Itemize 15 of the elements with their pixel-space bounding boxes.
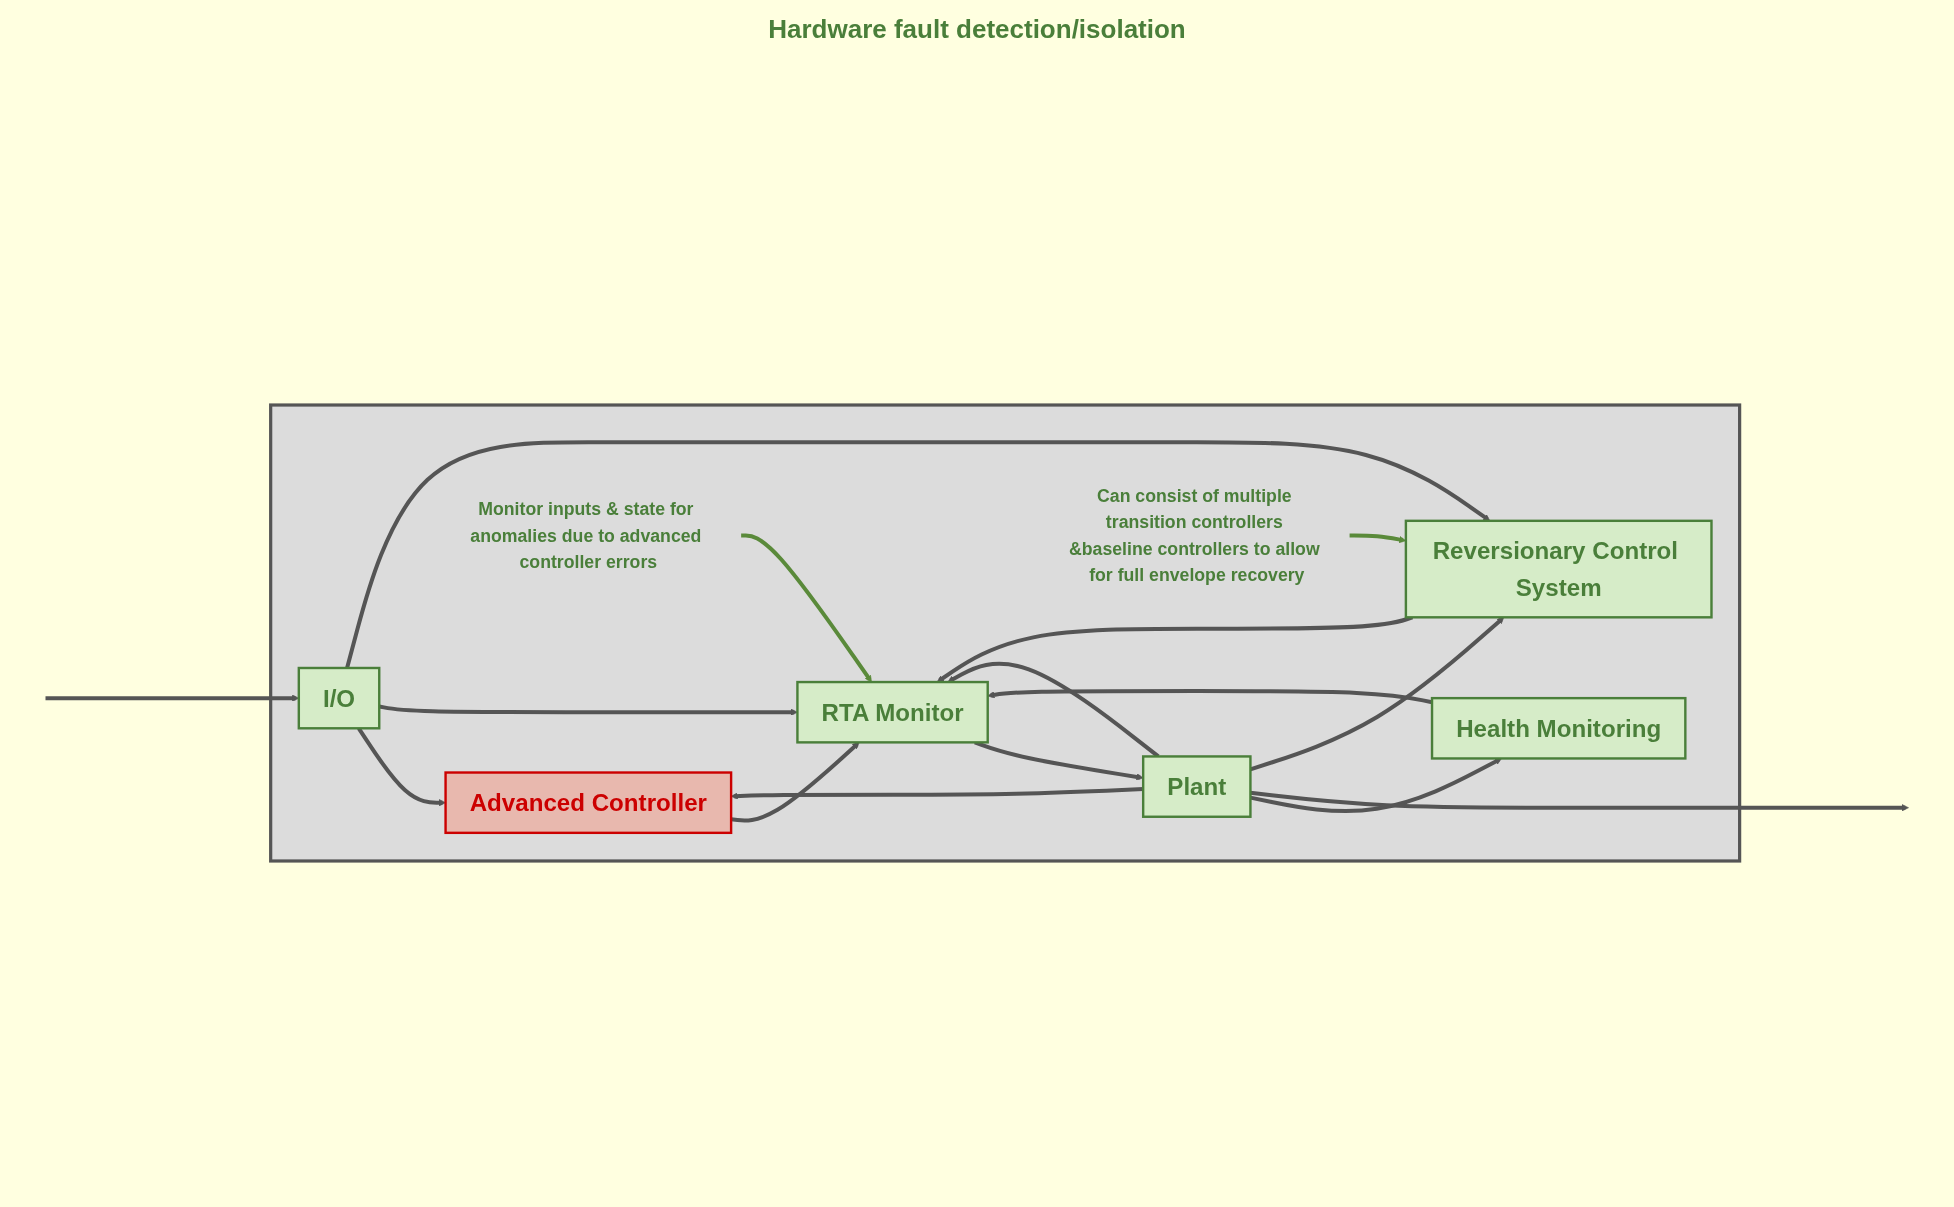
note-text: Hardware fault detection/isolation: [768, 14, 1186, 45]
arrow: [1250, 790, 1909, 812]
arrow: [741, 533, 872, 683]
node-box: Reversionary Control System: [1404, 519, 1713, 619]
node-text: Can consist of multiple transition controllers &baseline controllers to allow for full envelope recovery: [1068, 485, 1320, 586]
arrow: [987, 689, 1433, 705]
node-box: Plant: [1141, 755, 1252, 818]
node-box: I/O: [297, 666, 381, 730]
node-box: RTA Monitor: [796, 680, 989, 744]
arrow: [1250, 758, 1502, 813]
node-box: Health Monitoring: [1430, 696, 1687, 760]
node-text: Monitor inputs & state for anomalies due to advanced controller errors: [470, 498, 702, 573]
arrow: [936, 615, 1414, 683]
node-box: Advanced Controller: [444, 771, 733, 835]
cluster: [269, 403, 1742, 863]
